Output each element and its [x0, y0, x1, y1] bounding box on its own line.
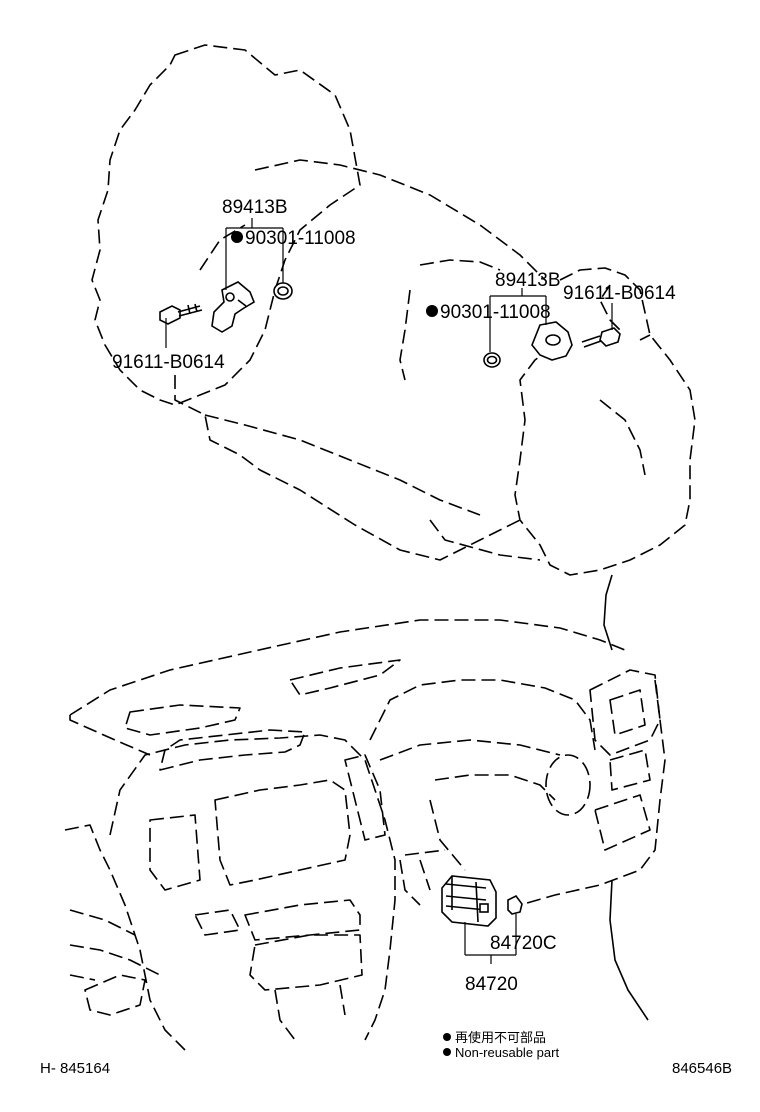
- footer-left-code: H- 845164: [40, 1060, 110, 1077]
- callout-bolt-upper-right: 91611-B0614: [563, 283, 676, 304]
- callout-oring-upper-right: 90301-11008: [440, 302, 551, 323]
- callout-switch-lower: 84720C: [490, 933, 557, 954]
- non-reusable-dot-icon: [443, 1048, 451, 1056]
- non-reusable-dot-icon: [231, 231, 243, 243]
- speed-sensor-right: [531, 321, 573, 361]
- switch-bulb: [507, 894, 523, 915]
- callout-bolt-upper-left: 91611-B0614: [112, 352, 225, 373]
- switch-assembly: [441, 875, 497, 927]
- leaders-lower: [464, 914, 517, 964]
- non-reusable-dot-icon: [443, 1033, 451, 1041]
- legend: 再使用不可部品 Non-reusable part: [443, 1030, 559, 1060]
- footer-right-code: 846546B: [672, 1060, 732, 1077]
- leaders-upper-left: [165, 218, 284, 348]
- bolt-right: [581, 327, 621, 348]
- non-reusable-dot-icon: [426, 305, 438, 317]
- transmission-housing: [91, 44, 696, 576]
- legend-japanese: 再使用不可部品: [455, 1030, 546, 1045]
- leaders-upper-right: [489, 288, 613, 352]
- legend-english: Non-reusable part: [455, 1045, 559, 1060]
- callout-switch-assembly: 84720: [465, 974, 518, 995]
- o-ring-left: [273, 282, 293, 300]
- bolt-left: [159, 303, 203, 325]
- o-ring-right: [483, 352, 501, 368]
- instrument-panel: [64, 574, 666, 1051]
- callout-sensor-upper-right: 89413B: [495, 270, 561, 291]
- callout-sensor-upper-left: 89413B: [222, 197, 288, 218]
- speed-sensor-left: [211, 281, 255, 333]
- callout-oring-upper-left: 90301-11008: [245, 228, 356, 249]
